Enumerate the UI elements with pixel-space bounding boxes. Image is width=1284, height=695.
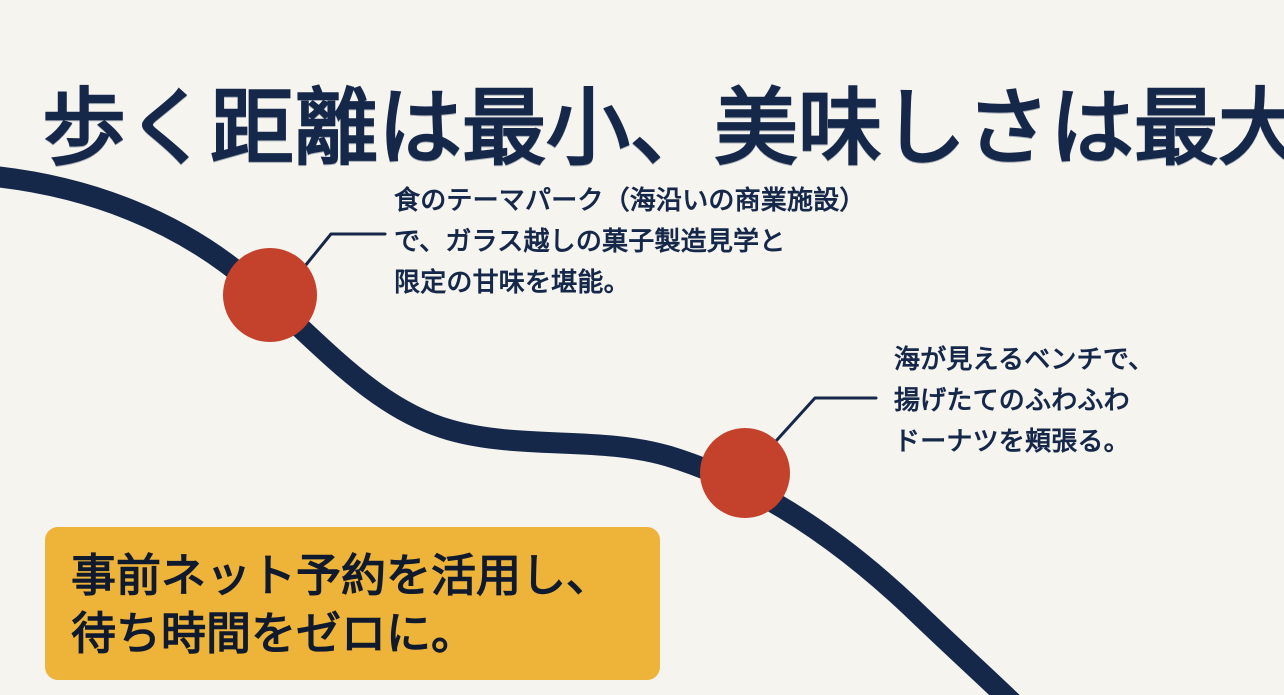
route-curve (0, 166, 1020, 695)
tip-callout-text: 事前ネット予約を活用し、 待ち時間をゼロに。 (71, 550, 612, 659)
page-title: 歩く距離は最小、美味しさは最大 (42, 81, 1284, 176)
leader-line-2 (774, 396, 878, 443)
tip-callout-box: 事前ネット予約を活用し、 待ち時間をゼロに。 (45, 527, 660, 680)
annotation-stop-2: 海が見えるベンチで、 揚げたてのふわふわ ドーナツを頬張る。 (894, 344, 1155, 456)
leader-line-2-stroke (774, 396, 878, 443)
leader-line-1 (303, 232, 387, 268)
stop-marker-2-icon[interactable] (700, 428, 790, 518)
leader-line-1-stroke (303, 232, 387, 268)
annotation-stop-1: 食のテーマパーク（海沿いの商業施設） で、ガラス越しの菓子製造見学と 限定の甘味… (394, 185, 866, 297)
stop-marker-1-icon[interactable] (223, 248, 317, 342)
